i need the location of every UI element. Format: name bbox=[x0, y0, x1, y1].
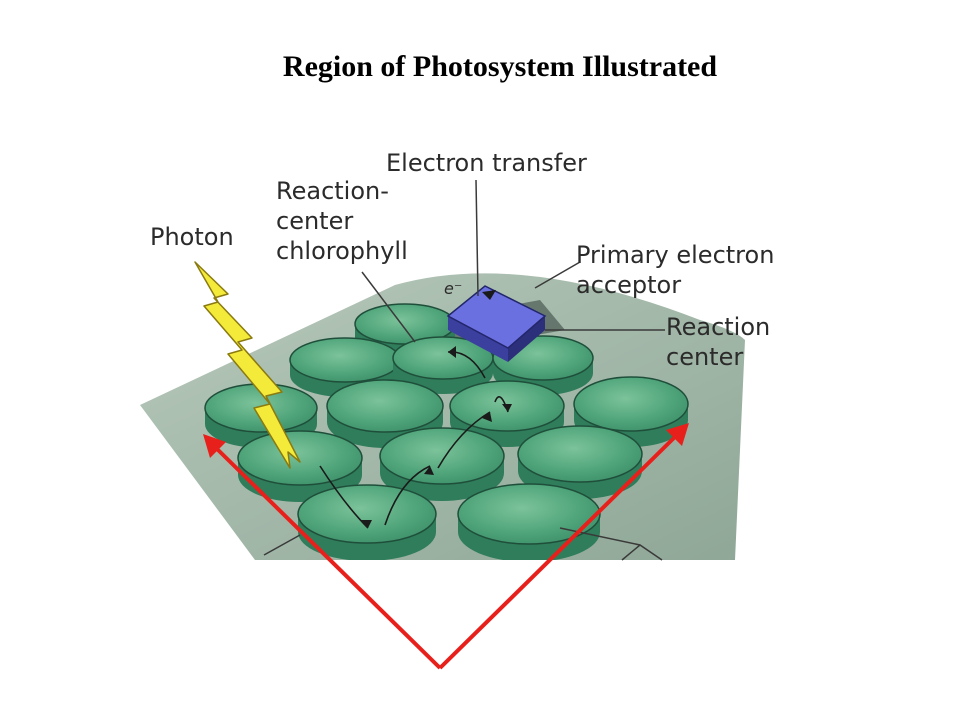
slide-title: Region of Photosystem Illustrated bbox=[282, 50, 718, 83]
chlorophyll-disc bbox=[379, 427, 505, 501]
label-electron-symbol: e⁻ bbox=[444, 279, 463, 298]
red-arrow-left bbox=[210, 442, 442, 670]
chlorophyll-disc bbox=[573, 376, 689, 447]
primary-electron-acceptor bbox=[446, 285, 547, 362]
antenna-discs bbox=[204, 303, 689, 562]
leader-lines bbox=[263, 179, 665, 561]
photon-lightning-icon bbox=[194, 261, 301, 469]
label-electron-transfer: Electron transfer bbox=[386, 149, 587, 177]
diagram-crop bbox=[140, 560, 760, 580]
label-reaction-center-chlorophyll: Reaction- center chlorophyll bbox=[276, 177, 408, 265]
red-arrow-right bbox=[438, 430, 682, 670]
chlorophyll-disc bbox=[457, 483, 601, 562]
arrowhead-left-icon bbox=[203, 434, 226, 458]
arrowhead-right-icon bbox=[666, 423, 689, 446]
chlorophyll-disc bbox=[326, 379, 444, 448]
arrowheads bbox=[360, 290, 512, 528]
label-photon: Photon bbox=[150, 223, 234, 251]
chlorophyll-disc bbox=[297, 484, 437, 561]
label-reaction-center: Reaction center bbox=[666, 313, 771, 371]
red-arrows bbox=[203, 423, 689, 670]
label-primary-electron-acceptor: Primary electron acceptor bbox=[576, 241, 775, 299]
reaction-center-disc bbox=[392, 336, 494, 394]
